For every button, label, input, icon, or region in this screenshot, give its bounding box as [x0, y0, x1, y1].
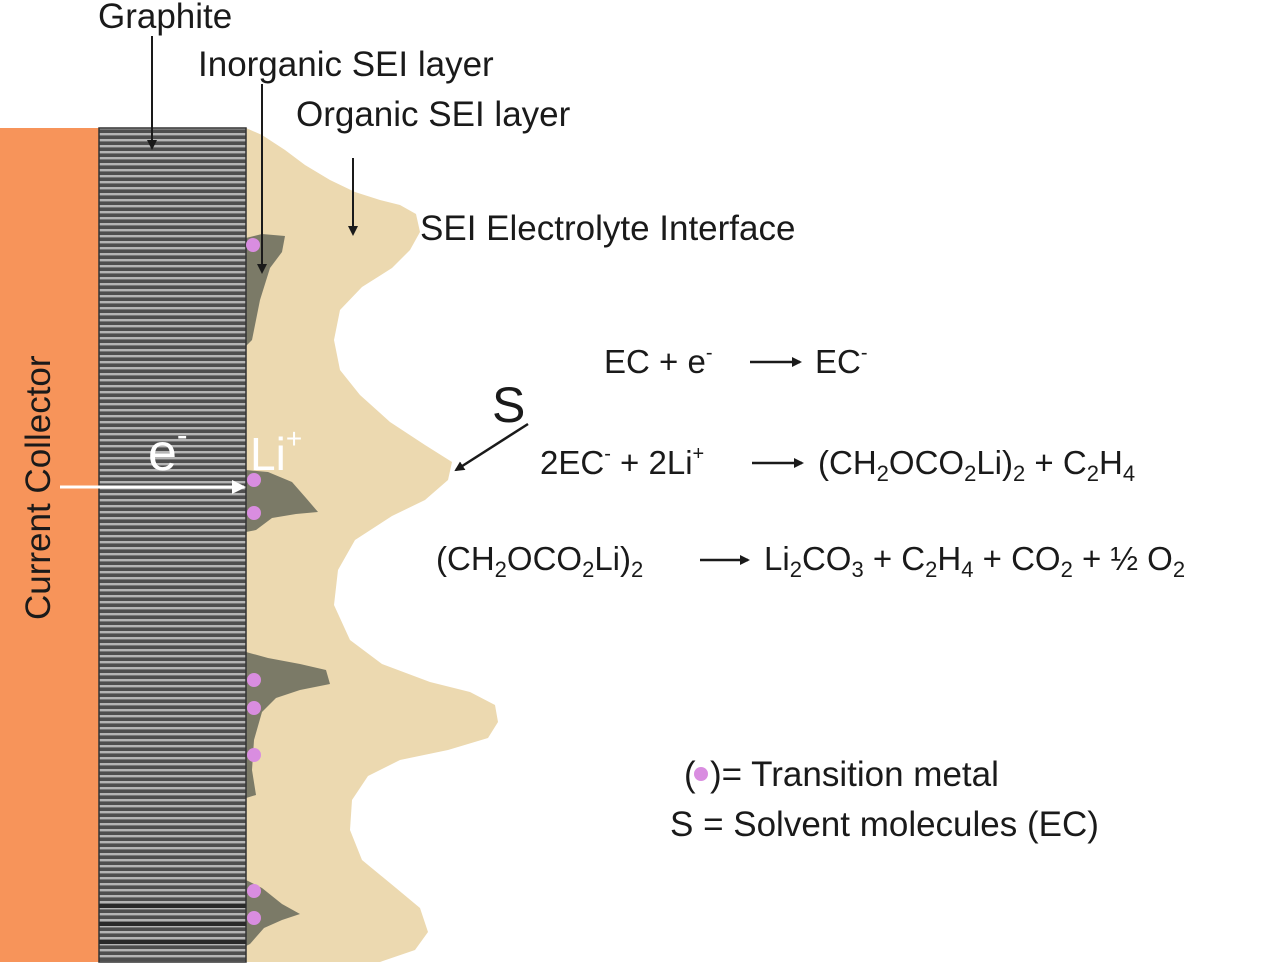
inorganic-sei-patch-2 — [246, 470, 318, 532]
legend-transition-metal: )= Transition metal — [710, 755, 999, 794]
equation-1-left: EC + e- — [604, 342, 712, 380]
transition-metal-dot — [247, 506, 261, 520]
inorganic-sei-label: Inorganic SEI layer — [198, 45, 494, 84]
equation-1-right: EC- — [815, 342, 868, 380]
transition-metal-dot — [247, 701, 261, 715]
solvent-s-label: S — [492, 377, 525, 433]
graphite-dark-band-3 — [99, 940, 246, 944]
transition-metal-dot — [247, 673, 261, 687]
inorganic-sei-patch-3 — [246, 652, 330, 798]
legend-transition-metal-dot — [694, 767, 708, 781]
legend-solvent: S = Solvent molecules (EC) — [670, 805, 1099, 844]
current-collector — [0, 128, 99, 962]
transition-metal-dot — [246, 238, 260, 252]
equation-3-left: (CH2OCO2Li)2 — [436, 540, 643, 582]
graphite-dark-band-2 — [99, 922, 246, 926]
electron-label: e- — [148, 417, 188, 482]
equation-3-right: Li2CO3 + C2H4 + CO2 + ½ O2 — [764, 540, 1185, 582]
equation-2-left: 2EC- + 2Li+ — [540, 443, 704, 481]
graphite-layer — [98, 127, 247, 963]
inorganic-sei-patch-1 — [246, 234, 285, 346]
equation-2-right: (CH2OCO2Li)2 + C2H4 — [818, 444, 1135, 486]
inorganic-sei-patch-4 — [246, 880, 300, 946]
graphite-dark-band-1 — [99, 904, 246, 908]
transition-metal-dot — [247, 748, 261, 762]
transition-metal-dot — [247, 911, 261, 925]
lithium-label: Li+ — [250, 423, 302, 480]
organic-sei-layer — [246, 128, 498, 962]
legend-transition-metal-open: ( — [684, 755, 696, 794]
organic-sei-label: Organic SEI layer — [296, 95, 571, 134]
current-collector-label: Current Collector — [19, 355, 58, 620]
transition-metal-dot — [247, 473, 261, 487]
transition-metal-dot — [247, 884, 261, 898]
solvent-pointer-arrow — [454, 422, 529, 472]
graphite-label: Graphite — [98, 0, 232, 36]
sei-interface-label: SEI Electrolyte Interface — [420, 209, 795, 248]
